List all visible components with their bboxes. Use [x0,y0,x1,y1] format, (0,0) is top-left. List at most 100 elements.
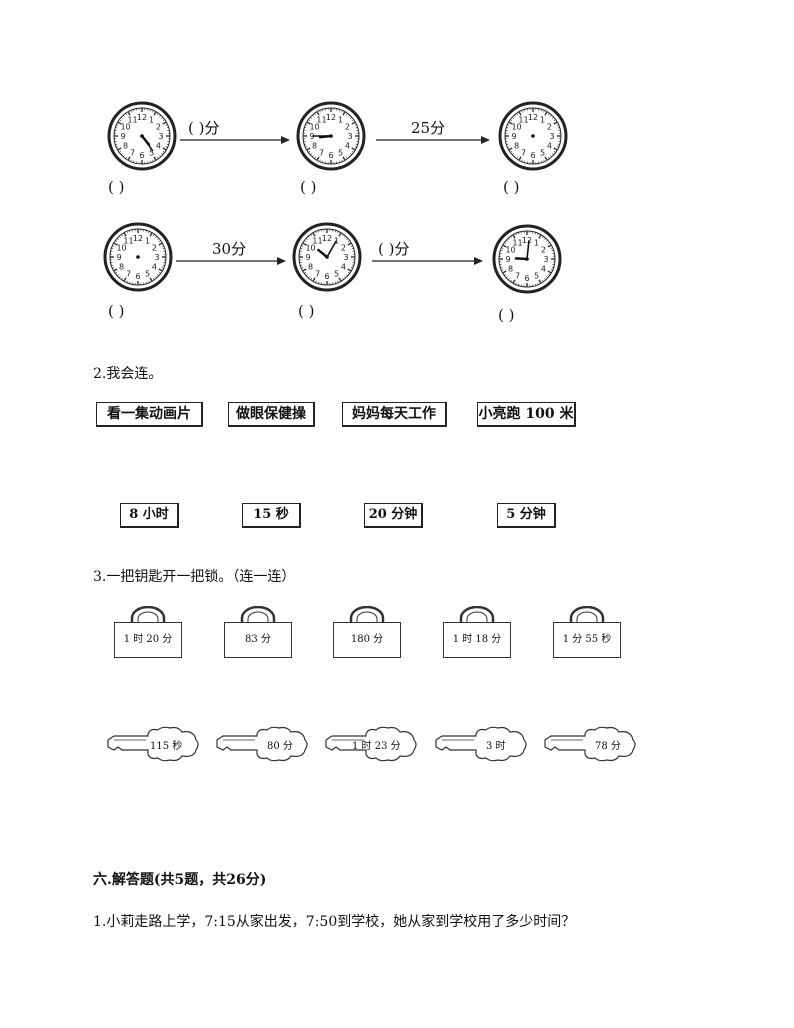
clock-numeral: 11 [127,116,137,125]
clock-tick [112,267,115,269]
clock-tick [342,277,344,280]
clock-tick [547,274,550,276]
activity-box[interactable]: 妈妈每天工作 [342,402,447,427]
clock-tick [341,159,343,162]
clock-answer-blank: ( ) [503,178,520,196]
minute-hand [141,135,154,152]
lock[interactable]: 83 分 [224,606,294,662]
duration-box[interactable]: 20 分钟 [364,503,423,528]
clock-numeral: 11 [512,239,522,248]
clock-tick [312,114,314,117]
clock-numeral: 8 [119,263,124,272]
clock-tick [120,153,123,155]
activity-box[interactable]: 看一集动画片 [96,402,203,427]
clock-tick [518,156,522,161]
clock-tick [116,146,119,148]
clock-numeral: 7 [319,148,324,157]
duration-box[interactable]: 15 秒 [242,503,301,528]
lock[interactable]: 1 时 20 分 [114,606,184,662]
duration-box[interactable]: 5 分钟 [497,503,556,528]
minute-hand [526,240,530,260]
clock-tick [157,113,159,116]
clock-tick [342,234,344,237]
key-icon [325,726,417,762]
clock-tick [319,159,321,162]
clock-numeral: 10 [305,244,315,253]
clock-tick [162,264,165,266]
clock-numeral: 7 [315,269,320,278]
arrow-label: 30分 [212,240,247,258]
clock-tick [350,267,353,269]
clock-tick [161,245,164,247]
clock-tick [162,248,165,250]
clock-tick [125,113,127,116]
hour-hand [514,257,529,261]
key[interactable]: 78 分 [541,726,641,762]
clock-numeral: 11 [123,237,133,246]
key-label: 80 分 [267,741,293,752]
lock[interactable]: 180 分 [333,606,403,662]
clock-tick [159,114,161,117]
lock[interactable]: 1 时 18 分 [443,606,513,662]
activity-box[interactable]: 小亮跑 100 米 [477,402,576,427]
clock-tick [544,111,548,116]
clock-numeral: 3 [158,132,163,141]
clock-tick [165,146,168,148]
lock[interactable]: 1 分 55 秒 [553,606,623,662]
clock-tick [129,281,131,284]
duration-box[interactable]: 8 小时 [120,503,179,528]
clock-tick [507,146,510,148]
clock-numeral: 12 [133,234,143,243]
clock-numeral: 8 [312,142,317,151]
clock-numeral: 10 [511,123,521,132]
clock-tick [145,281,147,284]
clock-tick [347,240,350,242]
clock-answer-blank: ( ) [108,302,125,320]
clock-tick [306,121,311,125]
clock-tick [309,153,312,155]
clock-numeral: 6 [324,272,329,281]
clock-tick [315,280,317,283]
clock-tick [316,156,320,161]
clock-numeral: 10 [309,123,319,132]
clock-answer-blank: ( ) [300,178,317,196]
clock-tick [510,279,512,282]
clock-tick [354,146,357,148]
clock-numeral: 3 [154,253,159,262]
clock-tick [158,268,163,272]
clock-tick [512,234,516,239]
key-icon [435,726,527,762]
clock-numeral: 11 [312,237,322,246]
key[interactable]: 3 时 [432,726,532,762]
clock-tick [338,232,342,237]
clock-tick [302,268,307,272]
clock-numeral: 12 [522,236,532,245]
clock-numeral: 4 [345,142,350,151]
clock-numeral: 9 [505,255,510,264]
clock-numeral: 2 [152,244,157,253]
lock-label: 1 时 20 分 [114,622,182,658]
section-6-heading: 六.解答题(共5题，共26分) [93,872,267,888]
clock-tick [157,274,160,276]
clock-tick [553,147,558,151]
clock-tick [347,268,352,272]
clock-numeral: 5 [540,148,545,157]
clock-tick [346,113,348,116]
key[interactable]: 115 秒 [104,726,204,762]
clock-tick [113,268,118,272]
key[interactable]: 80 分 [213,726,313,762]
clock-tick [511,117,514,119]
clock-tick [334,230,336,233]
clock-tick [165,124,168,126]
clock-tick [351,248,354,250]
clock-tick [542,236,544,239]
clock-tick [308,151,311,153]
lock-shackle-icon [459,606,495,625]
clock-tick [126,231,128,234]
activity-box[interactable]: 做眼保健操 [228,402,315,427]
clock-tick [119,276,121,279]
key[interactable]: 1 时 23 分 [322,726,422,762]
clock-tick [119,235,121,238]
clock-tick [161,267,164,269]
clock-tick [510,119,513,121]
